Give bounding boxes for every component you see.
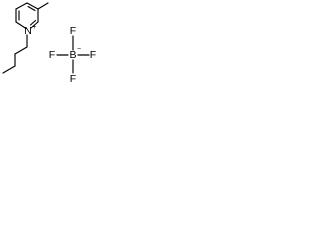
fluorine-left-label: F [49, 49, 55, 61]
butyl-bond-2 [14, 46, 28, 55]
ring-double-bond-c4-c5 [27, 5, 36, 12]
ring-bond-c6-n [30, 21, 39, 29]
boron-charge-label: − [77, 46, 81, 53]
methyl-bond [37, 2, 49, 10]
chemical-structure: N + F F B − F F [2, 2, 96, 85]
nitrogen-charge-label: + [32, 24, 36, 31]
ring-bond-c3-c4 [15, 2, 28, 10]
butyl-chain [2, 34, 28, 74]
fluorine-bottom-label: F [70, 73, 76, 85]
pyridinium-ring [15, 2, 39, 30]
fluorine-top-label: F [70, 25, 76, 37]
tetrafluoroborate-anion: F F B − F F [49, 25, 96, 85]
boron-atom-label: B [69, 49, 76, 61]
ring-bond-n-c2 [15, 21, 27, 30]
nitrogen-atom-label: N [24, 25, 32, 37]
ring-bond-c4-c5 [26, 2, 39, 10]
ring-double-bond-c6-n [29, 19, 37, 26]
fluorine-right-label: F [90, 49, 96, 61]
butyl-bond-4 [2, 65, 16, 74]
